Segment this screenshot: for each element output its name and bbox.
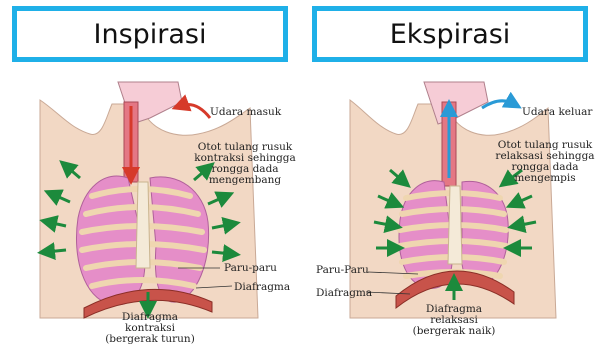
air-in-arrow — [180, 105, 210, 119]
label-diafragma-right: Diafragma — [316, 288, 372, 299]
ekspirasi-diagram: Udara keluar Otot tulang rusuk relaksasi… — [300, 78, 600, 347]
sternum — [136, 182, 150, 268]
label-udara-keluar: Udara keluar — [522, 107, 592, 118]
label-diafragma-left: Diafragma — [234, 282, 290, 293]
sternum — [448, 186, 462, 264]
label-otot-ekspirasi: Otot tulang rusuk relaksasi sehingga ron… — [490, 140, 600, 184]
inspirasi-diagram: Udara masuk Otot tulang rusuk kontraksi … — [0, 78, 300, 347]
title-ekspirasi: Ekspirasi — [312, 6, 588, 62]
title-inspirasi: Inspirasi — [12, 6, 288, 62]
label-udara-masuk: Udara masuk — [210, 107, 281, 118]
label-paru-paru: Paru-paru — [224, 263, 277, 274]
label-otot-inspirasi: Otot tulang rusuk kontraksi sehingga ron… — [190, 142, 300, 186]
label-paru-paru: Paru-Paru — [316, 265, 369, 276]
label-diafragma-kontraksi: Diafragma kontraksi (bergerak turun) — [100, 312, 200, 345]
label-diafragma-relaksasi: Diafragma relaksasi (bergerak naik) — [404, 304, 504, 337]
